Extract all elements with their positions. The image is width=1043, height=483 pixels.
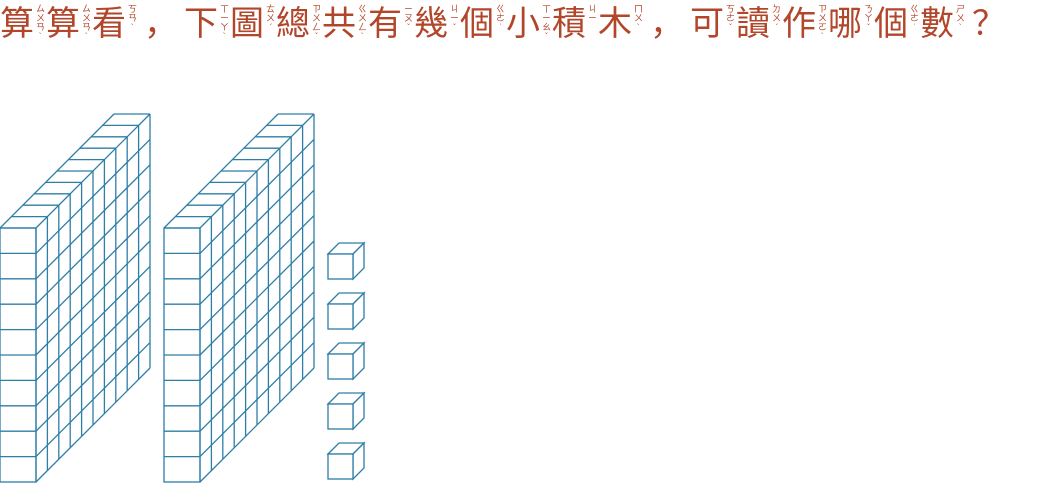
hanzi-character: 算 [0, 4, 34, 44]
hanzi-character: 看 [92, 4, 126, 44]
hundred-flat [0, 113, 151, 483]
unit-cube [326, 241, 366, 281]
unit-cube [326, 341, 366, 381]
hanzi-character: 積 [552, 4, 586, 44]
hanzi-character: 總 [276, 4, 310, 44]
hanzi-character: 幾 [414, 4, 448, 44]
hanzi-character: 數 [920, 4, 954, 44]
punctuation: ， [650, 4, 684, 44]
punctuation: ， [144, 4, 178, 44]
zhuyin-annotation: ㄐㄧ [587, 5, 597, 24]
hanzi-character: 木 [598, 4, 632, 44]
punctuation: ？ [972, 4, 1006, 44]
hanzi-character: 小 [506, 4, 540, 44]
unit-cube [326, 391, 366, 431]
unit-cube [326, 291, 366, 331]
unit-cube [326, 441, 366, 481]
hanzi-character: 可 [690, 4, 724, 44]
hanzi-character: 作 [782, 4, 816, 44]
hanzi-character: 個 [460, 4, 494, 44]
hanzi-character: 圖 [230, 4, 264, 44]
hanzi-character: 共 [322, 4, 356, 44]
hanzi-character: 算 [46, 4, 80, 44]
hanzi-character: 下 [184, 4, 218, 44]
annotated-character: 個ㄍㄜ˙ [874, 2, 920, 46]
annotated-character: 個ㄍㄜ˙ [460, 2, 506, 46]
hanzi-character: 哪 [828, 4, 862, 44]
hanzi-character: 有 [368, 4, 402, 44]
hanzi-character: 讀 [736, 4, 770, 44]
hanzi-character: 個 [874, 4, 908, 44]
zhuyin-annotation: ㄍㄜ˙ [495, 5, 505, 32]
zhuyin-annotation: ㄍㄜ˙ [909, 5, 919, 32]
annotated-character: 積ㄐㄧ [552, 2, 598, 46]
hundred-flat [163, 113, 315, 483]
